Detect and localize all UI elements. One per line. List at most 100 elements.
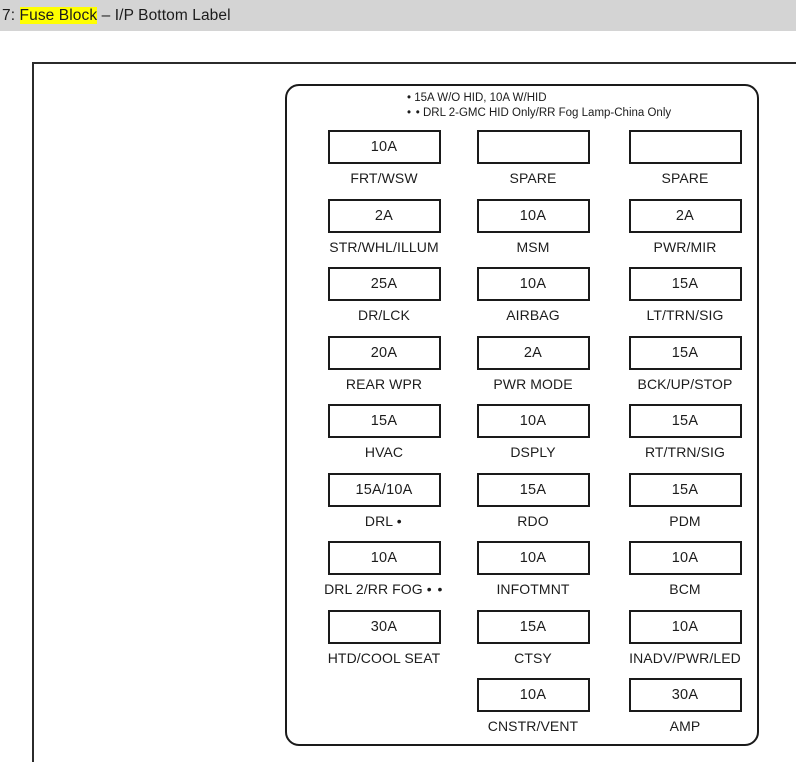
- fuse-rating: 2A: [374, 207, 394, 224]
- fuse-label: LT/TRN/SIG: [610, 307, 760, 323]
- fuse-label: STR/WHL/ILLUM: [309, 239, 459, 255]
- fuse-footnote-marker-icon: •: [396, 512, 404, 529]
- footnote-text: DRL 2-GMC HID Only/RR Fog Lamp-China Onl…: [422, 107, 672, 119]
- footnote-line: •15A W/O HID, 10A W/HID: [407, 91, 671, 106]
- fuse-label-text: RT/TRN/SIG: [644, 444, 726, 460]
- fuse-cell: 10A AIRBAG: [458, 267, 608, 336]
- fuse-label: FRT/WSW: [309, 170, 459, 186]
- page-title: 7: Fuse Block – I/P Bottom Label: [0, 6, 231, 25]
- fuse-rating: 30A: [671, 687, 699, 703]
- fuse-slot: 2A: [327, 198, 441, 233]
- page-title-suffix: – I/P Bottom Label: [97, 6, 231, 24]
- fuse-label-text: INADV/PWR/LED: [629, 649, 741, 666]
- fuse-label: PWR MODE: [458, 376, 608, 392]
- fuse-cell: 15A PDM: [610, 472, 760, 542]
- fuse-slot: [628, 130, 742, 164]
- fuse-label: DR/LCK: [309, 307, 459, 323]
- fuse-cell: 2A PWR/MIR: [610, 198, 760, 268]
- fuse-cell: 10A DRL 2/RR FOG • •: [309, 541, 459, 610]
- fuse-cell: 15A RDO: [458, 472, 608, 542]
- fuse-column-2: SPARE 10A MSM 10A AIRBAG 2A PWR MODE 10A DSPLY 15…: [458, 130, 608, 747]
- fuse-slot: 15A: [476, 472, 590, 507]
- bullet-marker-icon: • •: [407, 107, 421, 119]
- fuse-label-text: AIRBAG: [506, 307, 560, 323]
- fuse-label-text: SPARE: [509, 170, 557, 186]
- fuse-rating: 15A: [519, 481, 547, 498]
- fuse-rating: 10A: [519, 550, 547, 566]
- fuse-label: RT/TRN/SIG: [610, 444, 760, 460]
- fuse-slot: 15A: [628, 404, 742, 438]
- fuse-label-text: STR/WHL/ILLUM: [329, 238, 439, 255]
- fuse-cell: 15A/10A DRL •: [309, 472, 459, 542]
- fuse-slot: 10A: [476, 198, 590, 233]
- fuse-rating: 2A: [523, 344, 543, 361]
- fuse-cell: 2A STR/WHL/ILLUM: [309, 198, 459, 268]
- fuse-slot: 15A/10A: [327, 472, 441, 507]
- fuse-slot: 15A: [628, 267, 742, 301]
- fuse-slot: 10A: [628, 609, 742, 644]
- fuse-slot: 10A: [476, 678, 590, 712]
- fuse-rating: 25A: [370, 276, 398, 292]
- fuse-rating: 15A: [671, 413, 699, 429]
- fuse-label: RDO: [458, 513, 608, 529]
- fuse-label: BCK/UP/STOP: [610, 376, 760, 392]
- fuse-slot: 10A: [476, 541, 590, 575]
- fuse-label: SPARE: [610, 170, 760, 186]
- fuse-slot: 30A: [327, 609, 441, 644]
- fuse-rating: 30A: [370, 618, 398, 635]
- fuse-label-text: HTD/COOL SEAT: [327, 649, 441, 666]
- fuse-label-text: DRL: [364, 512, 393, 529]
- fuse-label: PWR/MIR: [610, 239, 760, 255]
- fuse-label: SPARE: [458, 170, 608, 186]
- fuse-label: DRL 2/RR FOG • •: [309, 581, 459, 597]
- fuse-label: BCM: [610, 581, 760, 597]
- fuse-label: HTD/COOL SEAT: [309, 650, 459, 666]
- fuse-label-text: DRL 2/RR FOG: [324, 581, 423, 597]
- fuse-slot: 25A: [327, 267, 441, 301]
- fuse-label-text: DR/LCK: [358, 307, 410, 323]
- fuse-rating: 15A: [370, 413, 398, 429]
- fuse-cell: 10A DSPLY: [458, 404, 608, 473]
- document-frame: [32, 62, 796, 762]
- fuse-label-text: BCK/UP/STOP: [637, 375, 733, 392]
- fuse-slot: 20A: [327, 335, 441, 370]
- fuse-rating: 15A: [671, 344, 699, 361]
- fuse-label: INADV/PWR/LED: [610, 650, 760, 666]
- fuse-rating: 2A: [675, 207, 695, 224]
- fuse-slot: 10A: [327, 130, 441, 164]
- fuse-slot: 15A: [628, 472, 742, 507]
- footnote-text: 15A W/O HID, 10A W/HID: [414, 92, 547, 104]
- fuse-cell: 10A CNSTR/VENT: [458, 678, 608, 747]
- fuse-rating: 10A: [370, 550, 398, 566]
- fuse-cell: SPARE: [458, 130, 608, 199]
- fuse-slot: 10A: [476, 267, 590, 301]
- fuse-slot: 2A: [476, 335, 590, 370]
- fuse-label: PDM: [610, 513, 760, 529]
- fuse-rating: 10A: [519, 207, 547, 224]
- fuse-label-text: CNSTR/VENT: [487, 718, 579, 734]
- fuse-rating: 15A: [671, 481, 699, 498]
- fuse-label: DSPLY: [458, 444, 608, 460]
- page-title-prefix: 7:: [2, 6, 20, 24]
- fuse-label: CTSY: [458, 650, 608, 666]
- fuse-label-text: HVAC: [364, 444, 404, 460]
- fuse-label: HVAC: [309, 444, 459, 460]
- fuse-cell: 30A HTD/COOL SEAT: [309, 609, 459, 679]
- fuse-rating: 10A: [370, 139, 398, 155]
- fuse-label: DRL •: [309, 513, 459, 529]
- bullet-marker-icon: •: [407, 92, 413, 104]
- fuse-label-text: FRT/WSW: [350, 170, 418, 186]
- fuse-column-3: SPARE 2A PWR/MIR 15A LT/TRN/SIG 15A BCK/UP/STO…: [610, 130, 760, 747]
- fuse-footnote-marker-icon: • •: [426, 581, 444, 597]
- fuse-cell: 15A LT/TRN/SIG: [610, 267, 760, 336]
- fuse-slot: 10A: [476, 404, 590, 438]
- fuse-cell: 10A INADV/PWR/LED: [610, 609, 760, 679]
- fuse-rating: 10A: [519, 276, 547, 292]
- fuse-label-text: MSM: [516, 238, 550, 255]
- fuse-slot: 15A: [327, 404, 441, 438]
